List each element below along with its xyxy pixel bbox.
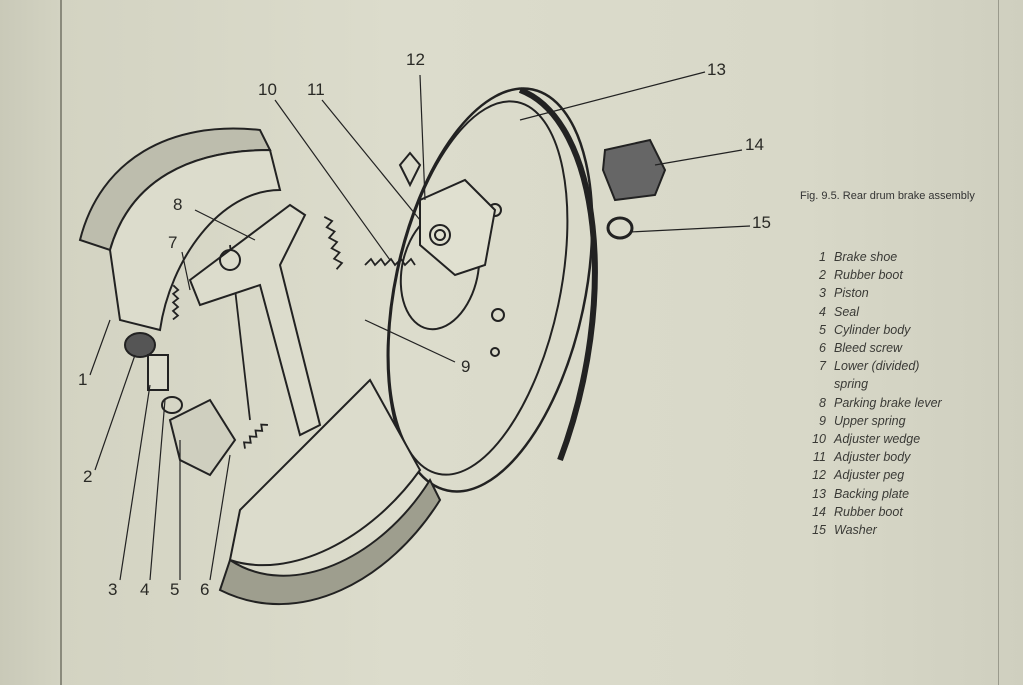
legend-item: 9 Upper spring (796, 412, 984, 430)
callout-1: 1 (78, 370, 88, 389)
backing-plate (386, 87, 598, 493)
legend-label: Lower (divided) spring (834, 359, 920, 392)
legend-number: 5 (819, 322, 826, 337)
brake-shoe-lower (218, 378, 442, 606)
page-margin-line-right (998, 0, 999, 685)
legend-label: Backing plate (834, 486, 910, 501)
callout-7: 7 (168, 233, 178, 252)
legend-label: Washer (834, 523, 877, 538)
legend-item: 7 Lower (divided) spring (796, 357, 984, 393)
wheel-cylinder (124, 332, 237, 477)
legend-label: Adjuster wedge (834, 432, 921, 447)
legend-label: Parking brake lever (834, 395, 942, 410)
callout-15: 15 (752, 213, 771, 232)
callout-5: 5 (170, 580, 180, 599)
callout-9: 9 (461, 357, 471, 376)
washer-part (606, 216, 634, 240)
legend-item: 2 Rubber boot (796, 266, 984, 284)
legend-number: 6 (819, 341, 826, 356)
legend-number: 10 (812, 432, 826, 447)
callout-14: 14 (745, 135, 764, 154)
legend-number: 2 (819, 268, 826, 283)
legend-item: 11 Adjuster body (796, 448, 984, 466)
legend-number: 3 (819, 286, 826, 301)
legend-item: 4 Seal (796, 303, 984, 321)
callout-11: 11 (307, 80, 325, 99)
legend-label: Adjuster peg (834, 468, 905, 483)
legend-item: 5 Cylinder body (796, 321, 984, 339)
legend-label: Piston (834, 286, 869, 301)
legend-number: 11 (813, 450, 826, 465)
callout-13: 13 (707, 60, 726, 79)
rubber-boot-part (601, 138, 667, 202)
callout-12: 12 (406, 50, 425, 69)
legend-item: 14 Rubber boot (796, 503, 984, 521)
legend-label: Seal (834, 304, 860, 319)
legend-number: 9 (819, 413, 826, 428)
legend-label: Cylinder body (834, 322, 911, 337)
callout-3: 3 (108, 580, 118, 599)
legend-label: Rubber boot (834, 268, 903, 283)
legend-number: 7 (819, 359, 826, 374)
legend-label: Bleed screw (834, 341, 903, 356)
callout-6: 6 (200, 580, 210, 599)
legend-label: Adjuster body (834, 450, 911, 465)
legend-item: 6 Bleed screw (796, 339, 984, 357)
legend-item: 3 Piston (796, 284, 984, 302)
legend-number: 1 (819, 250, 826, 264)
callout-8: 8 (173, 195, 183, 214)
legend-number: 12 (812, 468, 826, 483)
legend-item: 12 Adjuster peg (796, 466, 984, 484)
parking-brake-lever (188, 203, 322, 437)
legend-item: 13 Backing plate (796, 485, 984, 503)
legend-number: 14 (812, 504, 826, 519)
page-margin-line (60, 0, 62, 685)
adjuster-body (419, 178, 497, 277)
legend-item: 8 Parking brake lever (796, 394, 984, 412)
leader-lines (89, 71, 751, 581)
callout-2: 2 (83, 467, 93, 486)
callout-10: 10 (258, 80, 277, 99)
legend-label: Brake shoe (834, 250, 898, 264)
legend-item: 1 Brake shoe (796, 248, 984, 266)
legend-label: Upper spring (834, 413, 906, 428)
brake-shoe-upper (78, 127, 282, 332)
callout-4: 4 (140, 580, 150, 599)
legend-number: 15 (812, 523, 826, 538)
figure-caption: Fig. 9.5. Rear drum brake assembly (800, 190, 975, 202)
legend-number: 8 (819, 395, 826, 410)
legend-number: 4 (819, 304, 826, 319)
legend-item: 15 Washer (796, 521, 984, 539)
legend-item: 10 Adjuster wedge (796, 430, 984, 448)
legend-label: Rubber boot (834, 504, 903, 519)
legend-number: 13 (812, 486, 826, 501)
